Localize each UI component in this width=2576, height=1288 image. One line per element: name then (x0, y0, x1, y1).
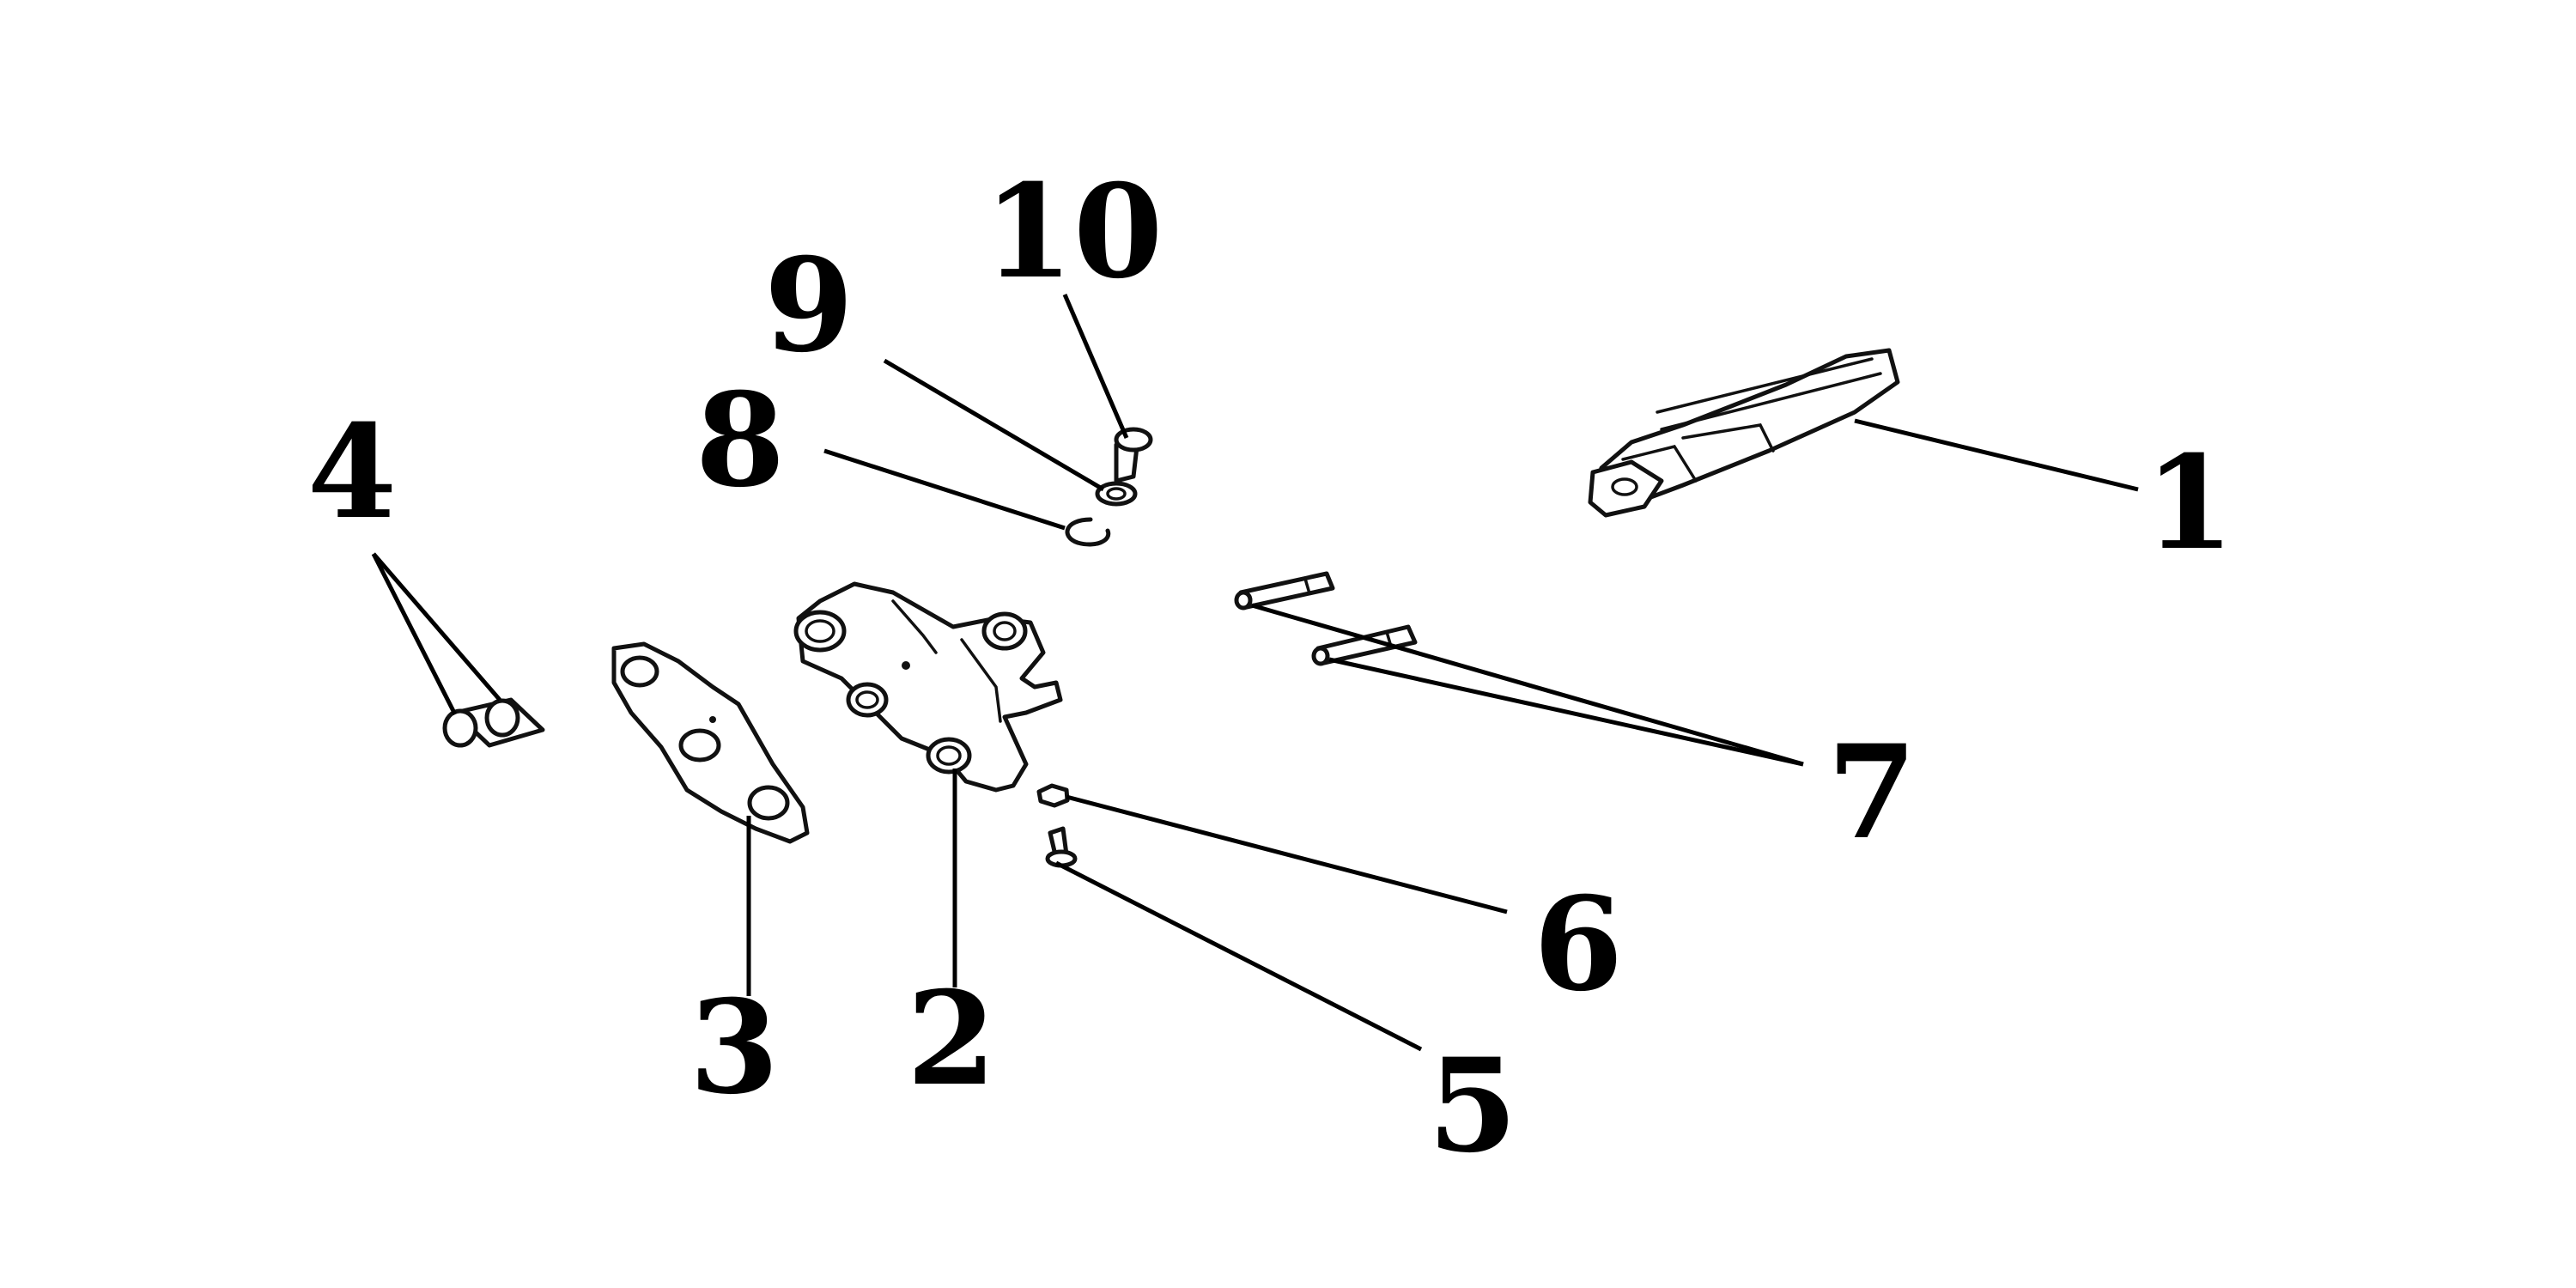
leader-7a (1251, 603, 1804, 767)
leader-4a (371, 552, 458, 716)
part-6-nut (1036, 783, 1070, 808)
part-4-bushing-pair (442, 697, 545, 748)
callout-1: 1 (2145, 428, 2234, 579)
part-8-e-clip (1065, 517, 1111, 547)
leader-lines (371, 294, 2139, 1052)
callout-4: 4 (307, 397, 397, 548)
callout-9: 9 (764, 230, 854, 381)
part-10-clevis-pin (1114, 427, 1153, 483)
callout-7: 7 (1827, 717, 1917, 868)
callout-8: 8 (696, 365, 785, 516)
callout-5: 5 (1428, 1030, 1517, 1182)
part-5-bolt (1045, 826, 1078, 868)
leader-6 (1066, 794, 1508, 914)
leader-10 (1062, 294, 1129, 439)
leader-9 (883, 358, 1105, 492)
callout-10: 10 (984, 156, 1163, 307)
part-2-peg-bracket (793, 581, 1063, 793)
callout-6: 6 (1534, 869, 1623, 1020)
leader-8 (823, 448, 1066, 531)
part-3-bracket-plate (611, 641, 810, 844)
leader-1 (1854, 418, 2139, 492)
part-7-pivot-pins (1234, 571, 1418, 666)
callout-numbers: 1 2 3 4 5 6 7 8 9 10 (307, 156, 2234, 1182)
leader-5 (1054, 860, 1423, 1052)
callout-2: 2 (907, 963, 996, 1115)
leader-7b (1328, 657, 1804, 767)
part-1-footpeg (1588, 348, 1900, 518)
part-9-washer (1095, 481, 1138, 507)
callout-3: 3 (690, 972, 779, 1123)
leader-4b (372, 552, 501, 702)
